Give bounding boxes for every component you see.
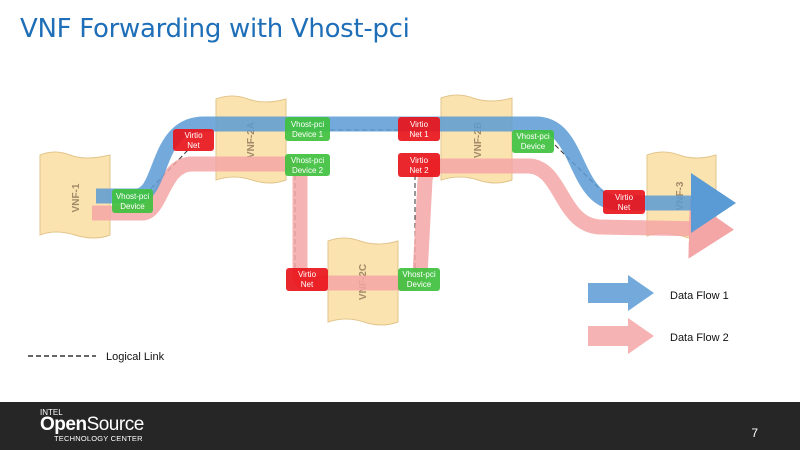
legend-data-flow-2: Data Flow 2 bbox=[588, 318, 729, 354]
svg-text:Virtio: Virtio bbox=[410, 120, 429, 129]
vnf-2b-label: VNF-2B bbox=[473, 122, 484, 158]
vnf-2a-vhost-pci-device-2: Vhost-pci Device 2 bbox=[285, 154, 330, 176]
svg-text:Virtio: Virtio bbox=[615, 193, 634, 202]
vnf-2c-virtio-net: Virtio Net bbox=[286, 268, 328, 291]
logo-intel-text: INTEL bbox=[40, 408, 63, 417]
svg-text:Vhost-pci: Vhost-pci bbox=[116, 192, 150, 201]
svg-text:Vhost-pci: Vhost-pci bbox=[402, 270, 436, 279]
svg-text:Virtio: Virtio bbox=[298, 270, 317, 279]
svg-text:Device 2: Device 2 bbox=[292, 166, 324, 175]
legend-logical-link-label: Logical Link bbox=[106, 351, 165, 363]
vnf-1-label: VNF-1 bbox=[71, 183, 82, 212]
svg-text:Device: Device bbox=[120, 202, 145, 211]
vnf-2a-virtio-net: Virtio Net bbox=[173, 129, 214, 151]
vnf-3-virtio-net: Virtio Net bbox=[603, 190, 645, 214]
vnf-forwarding-diagram: VNF-1 VNF-2A VNF-2B VNF-2C VNF-3 Vhost-p… bbox=[28, 94, 736, 363]
legend-data-flow-1: Data Flow 1 bbox=[588, 275, 729, 311]
svg-text:Net 2: Net 2 bbox=[409, 166, 429, 175]
page-number: 7 bbox=[751, 426, 758, 440]
legend-flow-1-arrow-icon bbox=[588, 275, 654, 311]
svg-text:Vhost-pci: Vhost-pci bbox=[291, 156, 325, 165]
slide-title: VNF Forwarding with Vhost-pci bbox=[20, 14, 410, 44]
legend-logical-link: Logical Link bbox=[28, 351, 165, 363]
vnf-1-vhost-pci-device: Vhost-pci Device bbox=[112, 189, 153, 213]
legend-flow-2-arrow-icon bbox=[588, 318, 654, 354]
footer-bar: INTEL OpenSource TECHNOLOGY CENTER 7 bbox=[0, 402, 800, 450]
vnf-2b-virtio-net-1: Virtio Net 1 bbox=[398, 117, 440, 141]
open-source-logo: OpenSource bbox=[40, 414, 144, 435]
data-flow-1-path bbox=[96, 116, 736, 233]
svg-text:Net: Net bbox=[187, 141, 200, 150]
legend-flow-1-label: Data Flow 1 bbox=[670, 290, 729, 302]
legend-flow-2-label: Data Flow 2 bbox=[670, 332, 729, 344]
logo-tagline: TECHNOLOGY CENTER bbox=[54, 434, 143, 443]
legend: Data Flow 1 Data Flow 2 Logical Link bbox=[28, 275, 729, 363]
svg-text:Virtio: Virtio bbox=[410, 156, 429, 165]
svg-text:Vhost-pci: Vhost-pci bbox=[291, 120, 325, 129]
vnf-2a-vhost-pci-device-1: Vhost-pci Device 1 bbox=[285, 117, 330, 141]
svg-text:Virtio: Virtio bbox=[184, 131, 203, 140]
vnf-2c-vhost-pci-device: Vhost-pci Device bbox=[398, 268, 440, 291]
svg-text:Device: Device bbox=[521, 142, 546, 151]
svg-text:Vhost-pci: Vhost-pci bbox=[516, 132, 550, 141]
svg-text:Device 1: Device 1 bbox=[292, 130, 324, 139]
logical-link-vnf2b-vnf3 bbox=[554, 144, 609, 198]
svg-text:Net: Net bbox=[301, 280, 314, 289]
vnf-2a-label: VNF-2A bbox=[246, 122, 257, 158]
svg-text:Net: Net bbox=[618, 203, 631, 212]
svg-text:Device: Device bbox=[407, 280, 432, 289]
svg-text:Net 1: Net 1 bbox=[409, 130, 429, 139]
vnf-2b-virtio-net-2: Virtio Net 2 bbox=[398, 153, 440, 177]
vnf-2b-vhost-pci-device: Vhost-pci Device bbox=[512, 130, 554, 153]
